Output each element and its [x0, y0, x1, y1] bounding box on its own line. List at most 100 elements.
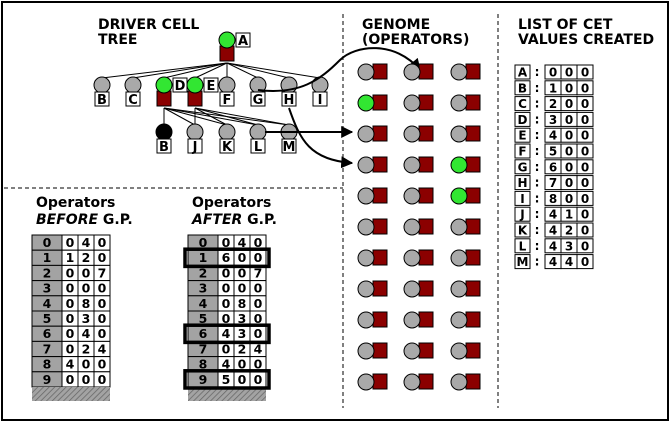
after-table-digit: 4	[222, 357, 231, 372]
before-table-digit: 0	[98, 281, 107, 296]
cet-label-box-J	[514, 206, 531, 222]
genome-operator-9-2	[465, 342, 481, 359]
genome-cell-6-0	[357, 249, 375, 267]
cet-value-digit: 0	[581, 129, 589, 143]
cet-label-box-M	[514, 254, 531, 270]
cet-label-box-L	[514, 238, 531, 254]
genome-operator-10-0	[372, 373, 388, 390]
before-table-digit: 6	[43, 326, 52, 341]
genome-operator-4-2	[465, 187, 481, 204]
genome-cell-2-1	[403, 125, 421, 143]
genome-cell-8-0	[357, 311, 375, 329]
cet-colon: :	[535, 97, 540, 111]
after-table-digit: 4	[254, 341, 263, 356]
tree-edge-root-I	[226, 62, 321, 79]
tree-label-box-I	[312, 91, 328, 107]
genome-cell-4-2	[450, 187, 468, 205]
cet-colon: :	[535, 255, 540, 269]
cet-label-box-G	[514, 159, 531, 175]
tree-label-G: G	[253, 93, 264, 108]
cet-value-digit: 5	[549, 145, 557, 159]
cet-value-digit: 4	[549, 255, 557, 269]
tree-label-box-L	[250, 138, 266, 154]
before-table-digit: 0	[66, 296, 75, 311]
tree-edge-d-J	[163, 107, 196, 126]
tree-label-L: L	[254, 140, 262, 155]
cet-colon: :	[535, 65, 540, 79]
cet-value-digit: 2	[565, 224, 573, 238]
tree-title-line1: DRIVER CELL	[98, 17, 200, 33]
cet-label-L: L	[519, 239, 527, 253]
before-table-digit: 0	[82, 357, 91, 372]
tree-label-box-C	[125, 91, 141, 107]
tree-label-A: A	[238, 34, 248, 49]
after-table-digit: 3	[199, 281, 208, 296]
cet-label-F: F	[518, 145, 526, 159]
tree-label-M: M	[283, 140, 296, 155]
cet-value-digit: 4	[549, 224, 557, 238]
cet-label-M: M	[517, 255, 529, 269]
after-table-digit: 0	[254, 326, 263, 341]
genome-operator-0-1	[418, 63, 434, 80]
tree-node-I	[311, 76, 329, 94]
tree-label-B: B	[97, 93, 107, 108]
genome-operator-7-0	[372, 280, 388, 297]
genome-title-line2: (OPERATORS)	[362, 32, 470, 48]
after-table-digit: 5	[199, 311, 208, 326]
after-table-digit: 0	[254, 311, 263, 326]
before-table-digit: 0	[98, 326, 107, 341]
after-emphasis: AFTER	[192, 212, 243, 228]
genome-cell-0-2	[450, 63, 468, 81]
before-table-digit: 0	[66, 311, 75, 326]
tree-label-box-J	[187, 138, 203, 154]
tree-node-F	[218, 76, 236, 94]
genome-operator-1-1	[418, 94, 434, 111]
genome-operator-2-2	[465, 125, 481, 142]
before-table-digit: 0	[66, 341, 75, 356]
before-table-digit: 0	[98, 357, 107, 372]
cet-value-cell	[576, 238, 594, 254]
cet-colon: :	[535, 160, 540, 174]
cet-label-K: K	[518, 224, 528, 238]
genome-cell-4-1	[403, 187, 421, 205]
tree-edge-root-G	[226, 62, 259, 79]
tree-label-box-B	[156, 138, 172, 154]
tree-node-J	[186, 123, 204, 141]
before-table-digit: 0	[98, 235, 107, 250]
genome-cell-9-0	[357, 342, 375, 360]
cet-colon: :	[535, 223, 540, 237]
after-title: Operators	[192, 195, 272, 211]
tree-edge-root-C	[132, 62, 228, 79]
after-table-digit: 8	[238, 296, 247, 311]
cet-value-cell	[576, 222, 594, 238]
genome-cell-7-1	[403, 280, 421, 298]
genome-operator-6-2	[465, 249, 481, 266]
tree-label-box-H	[281, 91, 297, 107]
genome-operator-0-2	[465, 63, 481, 80]
genome-operator-7-1	[418, 280, 434, 297]
genome-title-line1: GENOME	[362, 17, 431, 33]
before-emphasis: BEFORE	[36, 212, 99, 228]
after-table-digit: 0	[238, 372, 247, 387]
after-suffix: G.P.	[242, 212, 277, 228]
tree-label-box-B	[94, 91, 110, 107]
cet-value-digit: 4	[565, 255, 573, 269]
after-table-digit: 6	[199, 326, 208, 341]
cet-colon: :	[535, 191, 540, 205]
cet-colon: :	[535, 81, 540, 95]
after-table-digit: 0	[222, 265, 231, 280]
after-table-digit: 4	[199, 296, 208, 311]
arrow-g-to-genome	[257, 47, 421, 92]
tree-node-E	[186, 76, 204, 94]
cet-colon: :	[535, 207, 540, 221]
before-table-digit: 4	[98, 341, 107, 356]
tree-node-D	[155, 76, 173, 94]
cet-colon: :	[535, 128, 540, 142]
cet-label-G: G	[518, 160, 528, 174]
cet-value-digit: 0	[581, 160, 589, 174]
after-table-digit: 8	[199, 357, 208, 372]
tree-node-K	[218, 123, 236, 141]
tree-node-A	[218, 31, 236, 49]
